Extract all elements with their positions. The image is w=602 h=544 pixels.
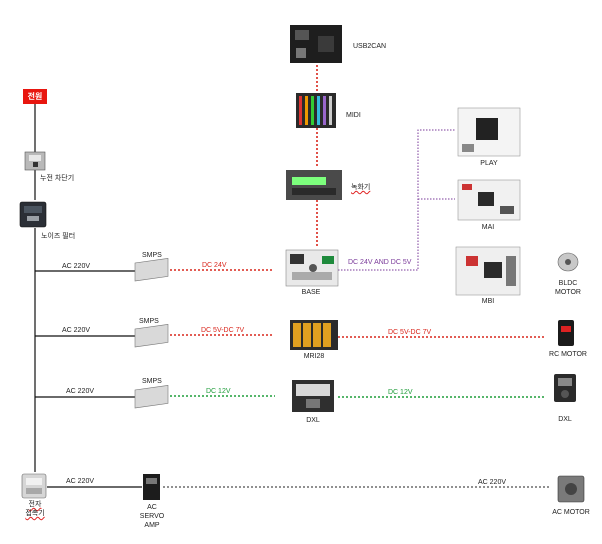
- bldc-motor-icon: [558, 253, 578, 271]
- base-label: BASE: [302, 289, 321, 296]
- mbi-board-icon: [456, 247, 520, 295]
- ac-motor-label: AC MOTOR: [552, 509, 590, 516]
- ac-220v-label-5: AC 220V: [478, 479, 506, 486]
- midi-label: MIDI: [346, 112, 361, 119]
- usb2can-label: USB2CAN: [353, 43, 386, 50]
- dxl-motor-label: DXL: [558, 416, 572, 423]
- smps-1-label: SMPS: [142, 252, 162, 259]
- smps-2-label: SMPS: [139, 318, 159, 325]
- servo-amp-label: AC SERVO AMP: [140, 504, 164, 530]
- contactor-icon: [22, 474, 46, 498]
- mri28-board-icon: [290, 320, 338, 350]
- usb2can-board-icon: [290, 25, 342, 63]
- power-label: 전원: [23, 89, 47, 104]
- noise-filter-icon: [20, 202, 46, 227]
- purple-line-play: [338, 130, 455, 270]
- recorder-label: 녹화기: [351, 184, 370, 191]
- mbi-label: MBI: [482, 298, 494, 305]
- dc-24v-label: DC 24V: [202, 262, 227, 269]
- dc-5v-7v-label-2: DC 5V-DC 7V: [388, 329, 431, 336]
- dc-24v-5v-label: DC 24V AND DC 5V: [348, 259, 411, 266]
- ac-motor-icon: [558, 476, 584, 502]
- dxl-board-icon: [292, 380, 334, 412]
- recorder-device-icon: [286, 170, 342, 200]
- rc-motor-icon: [558, 320, 574, 346]
- rc-motor-label: RC MOTOR: [549, 351, 587, 358]
- dxl-board-label: DXL: [306, 417, 320, 424]
- servo-amp-icon: [143, 474, 160, 500]
- base-board-icon: [286, 250, 338, 286]
- dc-12v-label-1: DC 12V: [206, 388, 231, 395]
- leakage-breaker-label: 누전 차단기: [40, 175, 74, 182]
- play-label: PLAY: [480, 160, 497, 167]
- smps-3-icon: [135, 385, 168, 408]
- mri28-label: MRI28: [304, 353, 325, 360]
- smps-1-icon: [135, 258, 168, 281]
- noise-filter-label: 노이즈 필터: [41, 233, 75, 240]
- dc-5v-7v-label-1: DC 5V-DC 7V: [201, 327, 244, 334]
- mai-board-icon: [458, 180, 520, 220]
- ac-220v-label-1: AC 220V: [62, 263, 90, 270]
- smps-2-icon: [135, 324, 168, 347]
- leakage-breaker-icon: [25, 152, 45, 170]
- mai-label: MAI: [482, 224, 494, 231]
- midi-controller-icon: [296, 93, 336, 128]
- play-board-icon: [458, 108, 520, 156]
- purple-bus: [338, 130, 455, 270]
- ac-220v-label-2: AC 220V: [62, 327, 90, 334]
- dxl-motor-icon: [554, 374, 576, 402]
- smps-3-label: SMPS: [142, 378, 162, 385]
- ac-bus-lines: [35, 104, 142, 487]
- contactor-label: 전자 접촉기: [25, 501, 44, 519]
- dc-12v-label-2: DC 12V: [388, 389, 413, 396]
- ac-220v-label-3: AC 220V: [66, 388, 94, 395]
- ac-220v-label-4: AC 220V: [66, 478, 94, 485]
- bldc-motor-label: BLDC MOTOR: [555, 280, 581, 298]
